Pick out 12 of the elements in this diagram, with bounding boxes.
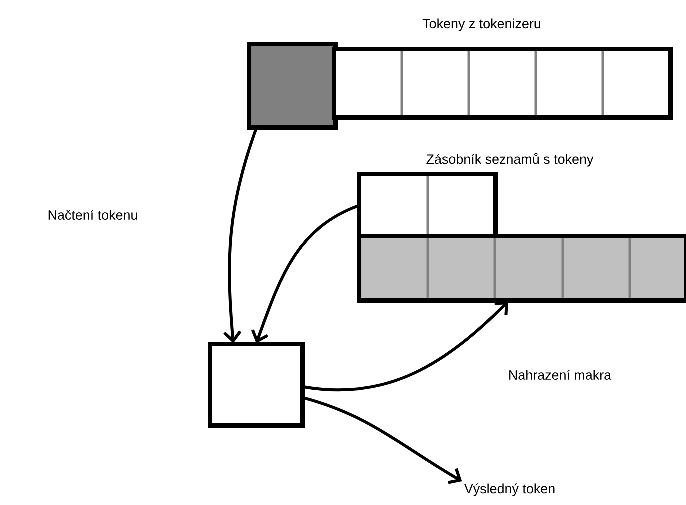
note-text: Načtení tokenu [48, 210, 138, 220]
arrow [303, 301, 508, 392]
token-box [247, 42, 338, 130]
edge-label: Nahrazení makra [507, 368, 613, 381]
token-list-bar [357, 234, 686, 303]
stack-heading: Zásobník seznamů s tokeny [426, 153, 594, 167]
arrow [224, 128, 258, 344]
result-text: Výsledný token [464, 484, 555, 496]
process-box [208, 342, 305, 428]
arrow [303, 396, 462, 484]
queue-heading: Tokeny z tokenizeru [422, 18, 541, 32]
arrow [251, 204, 360, 344]
